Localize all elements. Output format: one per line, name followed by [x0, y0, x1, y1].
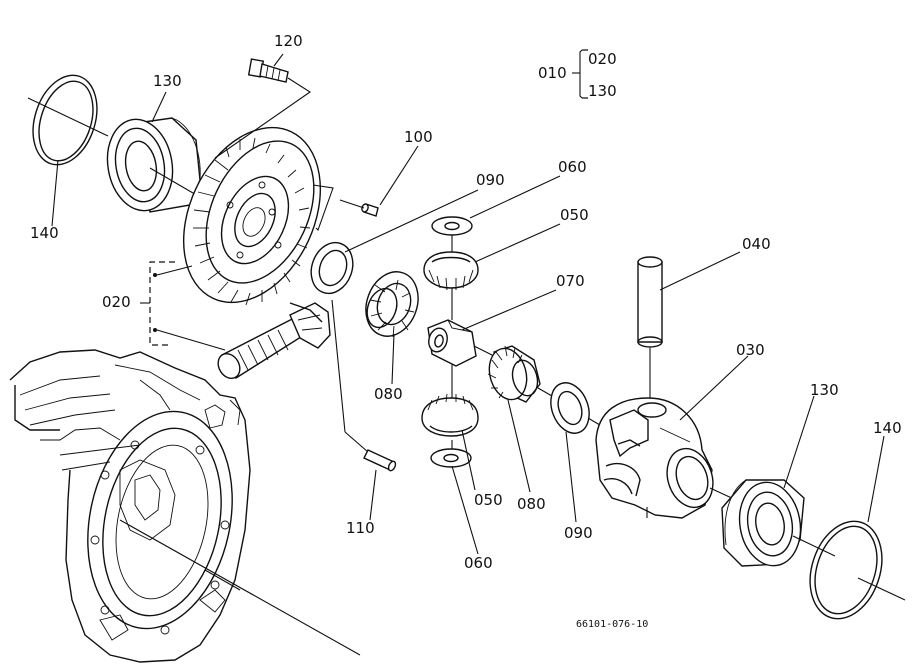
label-060-upper: 060: [558, 158, 587, 176]
assembly-brace-010: [572, 49, 588, 99]
label-040: 040: [742, 235, 771, 253]
label-140-left: 140: [30, 224, 59, 242]
washer-060-upper: [431, 216, 473, 236]
bracket-020: [140, 261, 226, 351]
label-080-left: 080: [374, 385, 403, 403]
pinion-shaft-020: [217, 302, 331, 380]
snap-ring-140-left: [32, 74, 98, 166]
label-100: 100: [404, 128, 433, 146]
label-030: 030: [736, 341, 765, 359]
label-090-lower: 090: [564, 524, 593, 542]
label-070: 070: [556, 272, 585, 290]
washer-090-upper: [310, 241, 354, 295]
side-gear-080-right: [487, 345, 541, 403]
side-gear-080-left: [365, 271, 419, 338]
washer-090-lower: [550, 382, 590, 434]
label-050-lower: 050: [474, 491, 503, 509]
label-assembly-includes-020: 020: [588, 50, 617, 68]
washer-060-lower: [430, 448, 472, 468]
bearing-130-left: [106, 117, 201, 213]
pinion-shaft-070: [427, 319, 477, 367]
pin-100: [361, 203, 379, 217]
label-050-upper: 050: [560, 206, 589, 224]
bevel-ring-gear-020: [182, 126, 322, 306]
transmission-housing: [9, 349, 251, 663]
label-140-right: 140: [873, 419, 902, 437]
label-120: 120: [274, 32, 303, 50]
label-060-lower: 060: [464, 554, 493, 572]
label-090-upper: 090: [476, 171, 505, 189]
label-080-right: 080: [517, 495, 546, 513]
pinion-050-upper: [423, 251, 479, 291]
label-assembly-includes-130: 130: [588, 82, 617, 100]
label-130-right: 130: [810, 381, 839, 399]
label-110: 110: [346, 519, 375, 537]
label-130-left: 130: [153, 72, 182, 90]
bolt-120-leader: [214, 77, 311, 159]
pinion-050-lower: [421, 393, 479, 437]
label-020: 020: [102, 293, 131, 311]
differential-case-030: [595, 397, 714, 519]
snap-ring-140-right: [809, 520, 883, 620]
pin-110: [363, 449, 397, 472]
pinion-shaft-040: [637, 256, 663, 348]
drawing-code: 66101-076-10: [576, 619, 649, 630]
bolt-120: [247, 58, 289, 83]
housing-axis-line: [119, 519, 361, 656]
leader-lines: [51, 53, 885, 555]
label-assembly-010: 010: [538, 64, 567, 82]
bearing-130-right: [721, 479, 805, 567]
